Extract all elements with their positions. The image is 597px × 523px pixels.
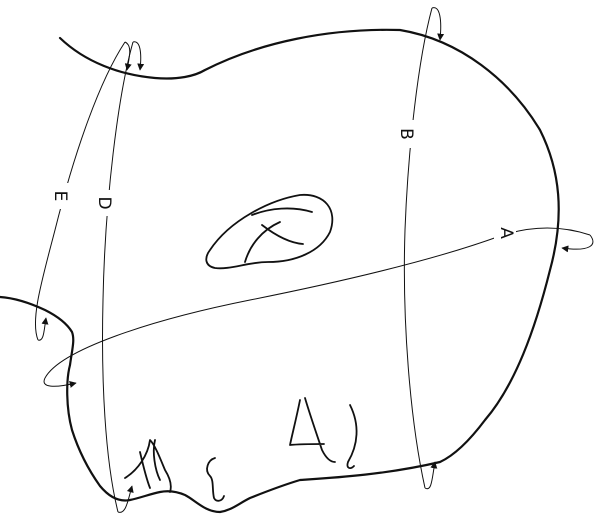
label-e: E <box>50 191 70 202</box>
measurement-arc-a-left <box>44 378 76 386</box>
label-a: A <box>496 227 516 239</box>
nose <box>125 440 171 492</box>
measurement-line-b <box>404 8 432 488</box>
label-d: D <box>94 196 114 209</box>
measurement-arc-e-bottom <box>38 318 46 340</box>
measurement-line-d <box>103 42 133 512</box>
measurement-arc-a-right <box>562 235 593 249</box>
measurement-arc-b-top <box>432 8 441 40</box>
head-outline <box>0 30 559 512</box>
ear-inner <box>245 208 312 262</box>
eyebrow <box>347 405 356 468</box>
measurement-arc-e-top <box>125 42 130 70</box>
ear <box>206 195 332 268</box>
eye <box>290 398 335 462</box>
measurement-line-a <box>45 228 590 378</box>
mouth <box>207 458 224 501</box>
label-b: B <box>396 128 416 140</box>
measurement-arc-d-top <box>133 42 141 70</box>
